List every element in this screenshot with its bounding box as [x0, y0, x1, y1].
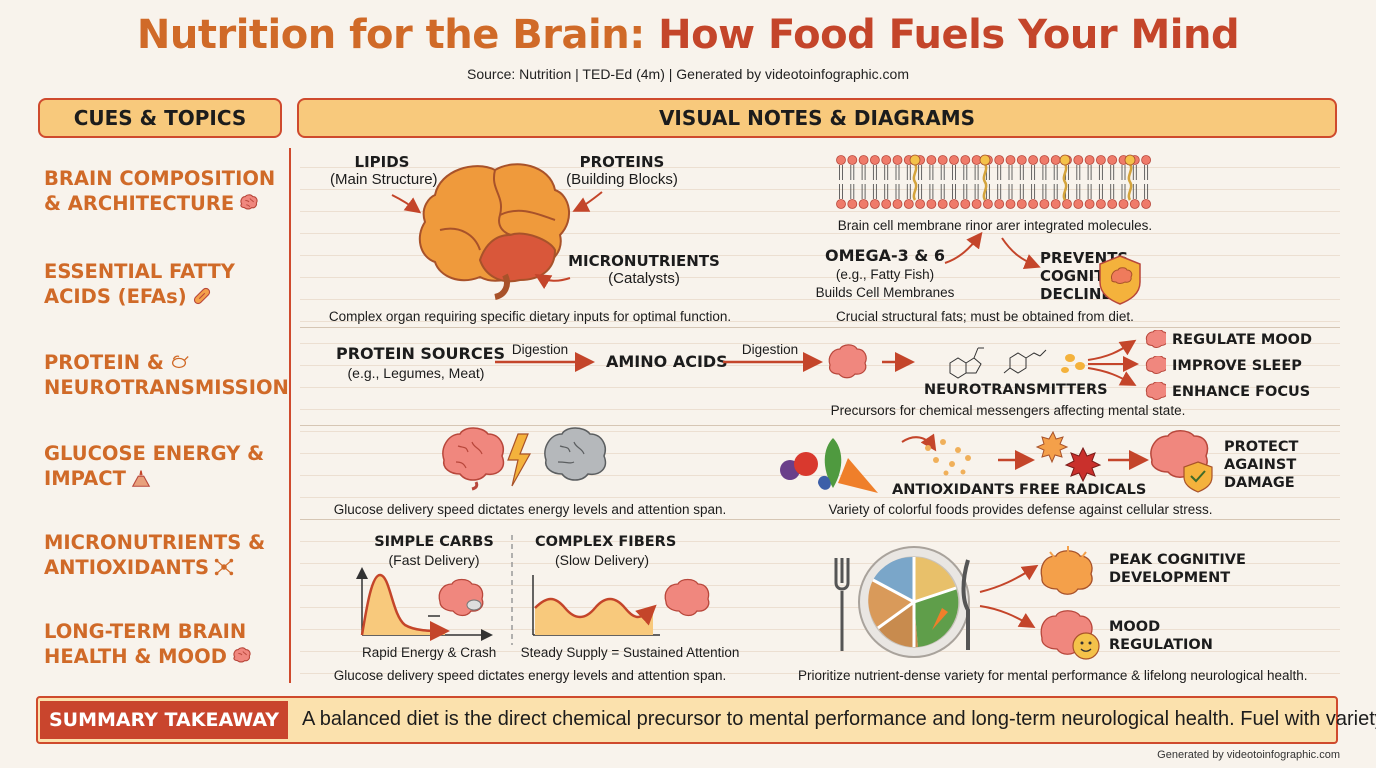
row-divider: [300, 519, 1340, 520]
cue-line: ACIDS (EFAs): [44, 285, 187, 308]
source-line: Source: Nutrition | TED-Ed (4m) | Genera…: [467, 66, 909, 82]
chicken-icon: [171, 355, 189, 369]
notes-header: VISUAL NOTES & DIAGRAMS: [297, 98, 1337, 138]
cue-brain-composition: BRAIN COMPOSITION & ARCHITECTURE: [44, 166, 284, 216]
cue-line: MICRONUTRIENTS &: [44, 531, 266, 554]
cue-micronutrients-antioxidants: MICRONUTRIENTS & ANTIOXIDANTS: [44, 530, 284, 580]
protein-caption: Precursors for chemical messengers affec…: [830, 403, 1186, 418]
row-divider: [300, 327, 1340, 328]
efa-arrows: [944, 231, 1141, 305]
title-part1: Nutrition for the Brain:: [136, 12, 659, 58]
longterm-caption: Prioritize nutrient-dense variety for me…: [798, 668, 1308, 683]
cue-line: IMPACT: [44, 467, 126, 490]
brain-composition-caption: Complex organ requiring specific dietary…: [328, 309, 732, 324]
brain-icon: [1145, 330, 1166, 348]
title-part2: How Food Fuels Your Mind: [658, 12, 1240, 58]
glucose-caption: Glucose delivery speed dictates energy l…: [333, 502, 727, 517]
lipids-label: LIPIDS(Main Structure): [330, 153, 438, 188]
cues-header: CUES & TOPICS: [38, 98, 282, 138]
neuro-outcome-item: ENHANCE FOCUS: [1144, 382, 1310, 402]
cue-line: & ARCHITECTURE: [44, 192, 235, 215]
neurotransmitter-molecules: [949, 339, 1139, 386]
cell-membrane-diagram: [836, 154, 1152, 209]
protein-sources-label: PROTEIN SOURCES(e.g., Legumes, Meat): [336, 344, 506, 382]
balanced-plate-diagram: [834, 546, 970, 658]
capsule-icon: [193, 287, 210, 305]
carbs-caption: Glucose delivery speed dictates energy l…: [333, 668, 727, 683]
carbs-energy-graphs: [356, 535, 710, 645]
complex-fibers-graph-label: Steady Supply = Sustained Attention: [520, 645, 740, 660]
neuro-outcome-item: REGULATE MOOD: [1144, 330, 1312, 350]
neuro-outcome-label: REGULATE MOOD: [1172, 332, 1313, 348]
molecule-icon: [214, 558, 234, 576]
summary-text: A balanced diet is the direct chemical p…: [302, 708, 1376, 730]
protein-pathway-arrows: [495, 344, 915, 379]
antioxidants-diagram: [780, 430, 1213, 493]
cue-line: HEALTH & MOOD: [44, 645, 227, 668]
neuro-outcome-label: IMPROVE SLEEP: [1172, 358, 1302, 374]
page-title: Nutrition for the Brain: How Food Fuels …: [0, 12, 1376, 58]
cue-line: NEUROTRANSMISSION: [44, 376, 289, 399]
proteins-label: PROTEINS(Building Blocks): [566, 153, 678, 188]
free-radicals-label: FREE RADICALS: [1019, 482, 1147, 498]
cue-line: ESSENTIAL FATTY: [44, 260, 235, 283]
brain-puzzle-diagram: [391, 163, 603, 300]
omega-label: OMEGA-3 & 6(e.g., Fatty Fish)Builds Cell…: [815, 246, 955, 301]
brain-icon: [233, 647, 251, 663]
antioxidants-label: ANTIOXIDANTS: [892, 482, 1015, 498]
cue-line: GLUCOSE ENERGY &: [44, 442, 265, 465]
column-divider: [289, 148, 291, 683]
glucose-brains-diagram: [442, 427, 607, 491]
neuro-outcome-item: IMPROVE SLEEP: [1144, 356, 1302, 376]
cue-protein-neurotransmission: PROTEIN & NEUROTRANSMISSION: [44, 350, 289, 400]
amino-acids-label: AMINO ACIDS: [606, 352, 728, 371]
cue-glucose-energy: GLUCOSE ENERGY & IMPACT: [44, 441, 284, 491]
digestion-label-2: Digestion: [741, 342, 799, 357]
volcano-icon: [131, 470, 151, 487]
cue-line: BRAIN COMPOSITION: [44, 167, 276, 190]
efa-caption: Crucial structural fats; must be obtaine…: [836, 309, 1134, 324]
simple-carbs-graph-label: Rapid Energy & Crash: [362, 645, 497, 660]
cue-long-term-brain-health: LONG-TERM BRAIN HEALTH & MOOD: [44, 619, 284, 669]
antioxidants-caption: Variety of colorful foods provides defen…: [828, 502, 1213, 517]
cue-line: ANTIOXIDANTS: [44, 556, 210, 579]
simple-carbs-label: SIMPLE CARBS(Fast Delivery): [374, 534, 494, 568]
generated-by: Generated by videotoinfographic.com: [1157, 749, 1340, 761]
cue-essential-fatty-acids: ESSENTIAL FATTY ACIDS (EFAs): [44, 259, 284, 309]
brain-icon: [1145, 356, 1166, 374]
neuro-outcome-label: ENHANCE FOCUS: [1172, 384, 1311, 400]
brain-icon: [1145, 382, 1166, 400]
longterm-arrows: [979, 546, 1100, 660]
brain-icon: [240, 194, 258, 210]
membrane-caption: Brain cell membrane rinor arer integrate…: [837, 218, 1153, 233]
digestion-label-1: Digestion: [511, 342, 569, 357]
complex-fibers-label: COMPLEX FIBERS(Slow Delivery): [535, 534, 677, 568]
neurotransmitters-label: NEUROTRANSMITTERS: [924, 382, 1108, 398]
micronutrients-label: MICRONUTRIENTS(Catalysts): [568, 252, 720, 287]
cue-line: PROTEIN &: [44, 351, 164, 374]
summary-badge: SUMMARY TAKEAWAY: [40, 701, 288, 739]
row-divider: [300, 425, 1340, 426]
cue-line: LONG-TERM BRAIN: [44, 620, 247, 643]
